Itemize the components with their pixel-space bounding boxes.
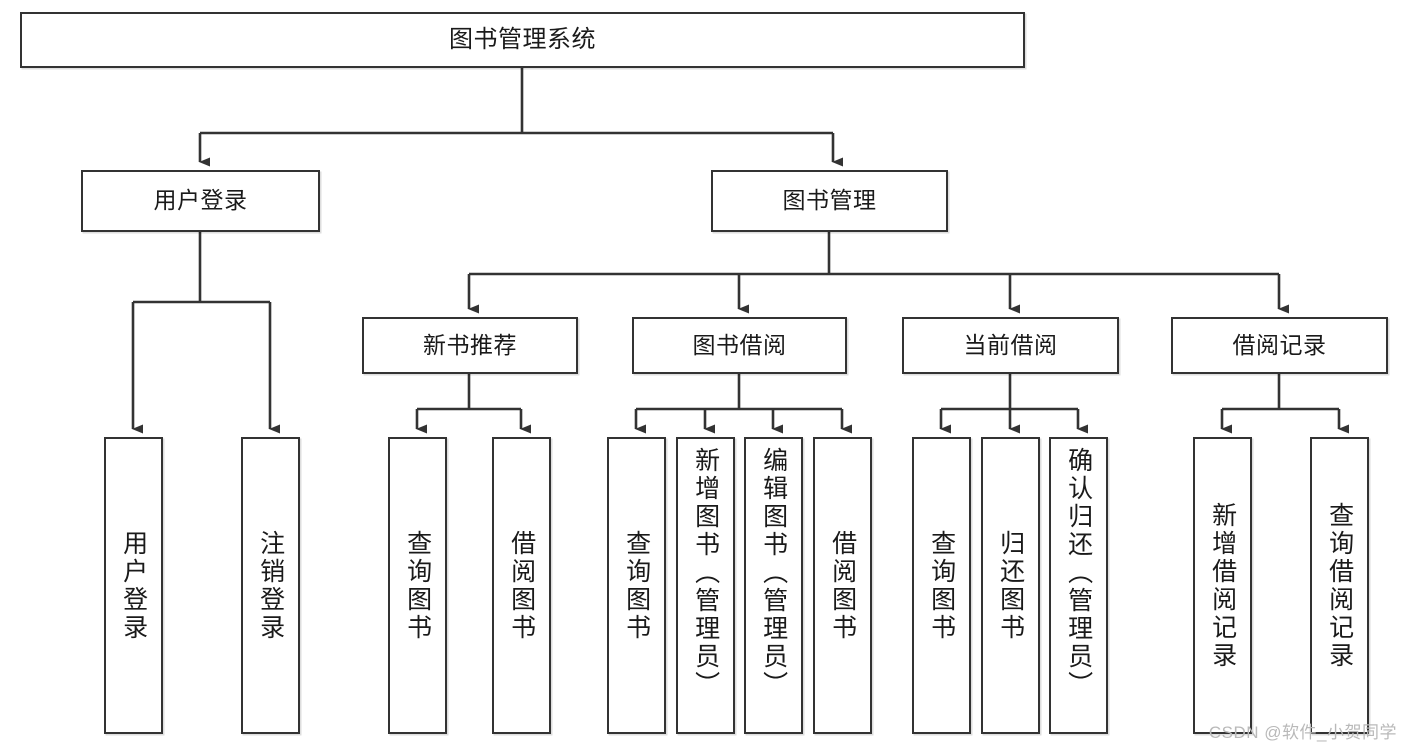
node-leaf-query-book-1-label: 查询图书 xyxy=(403,529,432,642)
node-leaf-query-book-2-label: 查询图书 xyxy=(622,529,651,642)
node-borrow-record-label: 借阅记录 xyxy=(1232,331,1327,358)
node-leaf-add-record-label: 新增借阅记录 xyxy=(1208,501,1237,670)
node-borrow-record[interactable]: 借阅记录 xyxy=(1171,317,1388,374)
node-user-login-label: 用户登录 xyxy=(153,187,248,214)
node-leaf-confirm-return[interactable]: 确认归还（管理员） xyxy=(1049,437,1108,734)
node-leaf-return-book-label: 归还图书 xyxy=(996,529,1025,642)
node-leaf-logout-label: 注销登录 xyxy=(256,529,285,642)
node-leaf-borrow-book-1[interactable]: 借阅图书 xyxy=(492,437,551,734)
node-leaf-edit-book-label: 编辑图书（管理员） xyxy=(759,447,788,699)
node-leaf-borrow-book-2-label: 借阅图书 xyxy=(828,529,857,642)
node-book-borrow-label: 图书借阅 xyxy=(692,331,787,358)
node-leaf-borrow-book-1-label: 借阅图书 xyxy=(507,529,536,642)
node-book-manage[interactable]: 图书管理 xyxy=(711,170,948,232)
node-leaf-query-book-2[interactable]: 查询图书 xyxy=(607,437,666,734)
node-book-borrow[interactable]: 图书借阅 xyxy=(632,317,847,374)
node-leaf-add-record[interactable]: 新增借阅记录 xyxy=(1193,437,1252,734)
node-user-login[interactable]: 用户登录 xyxy=(81,170,320,232)
node-leaf-add-book-label: 新增图书（管理员） xyxy=(691,447,720,699)
node-current-borrow[interactable]: 当前借阅 xyxy=(902,317,1119,374)
node-book-manage-label: 图书管理 xyxy=(782,187,877,214)
node-leaf-query-book-3-label: 查询图书 xyxy=(927,529,956,642)
node-leaf-add-book[interactable]: 新增图书（管理员） xyxy=(676,437,735,734)
node-leaf-query-book-1[interactable]: 查询图书 xyxy=(388,437,447,734)
node-new-book-rec[interactable]: 新书推荐 xyxy=(362,317,578,374)
node-current-borrow-label: 当前借阅 xyxy=(963,331,1058,358)
node-root[interactable]: 图书管理系统 xyxy=(20,12,1025,68)
node-leaf-query-book-3[interactable]: 查询图书 xyxy=(912,437,971,734)
node-leaf-edit-book[interactable]: 编辑图书（管理员） xyxy=(744,437,803,734)
node-leaf-logout[interactable]: 注销登录 xyxy=(241,437,300,734)
node-leaf-return-book[interactable]: 归还图书 xyxy=(981,437,1040,734)
node-leaf-confirm-return-label: 确认归还（管理员） xyxy=(1064,447,1093,699)
node-new-book-rec-label: 新书推荐 xyxy=(423,331,517,358)
node-leaf-user-login[interactable]: 用户登录 xyxy=(104,437,163,734)
node-leaf-user-login-label: 用户登录 xyxy=(119,529,148,642)
node-leaf-query-record[interactable]: 查询借阅记录 xyxy=(1310,437,1369,734)
node-root-label: 图书管理系统 xyxy=(449,25,596,53)
node-leaf-query-record-label: 查询借阅记录 xyxy=(1325,501,1354,670)
csdn-watermark: CSDN @软件_小贺同学 xyxy=(1208,723,1397,742)
node-leaf-borrow-book-2[interactable]: 借阅图书 xyxy=(813,437,872,734)
